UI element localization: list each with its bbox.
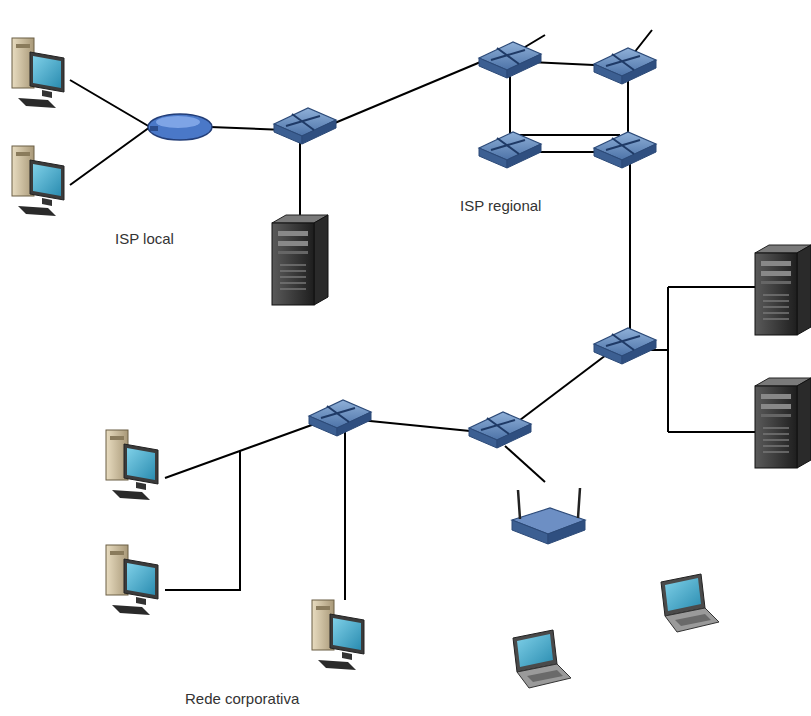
laptop-icon	[513, 630, 571, 688]
network-wires	[70, 30, 755, 600]
computer-icon	[12, 38, 64, 108]
switch-icon	[469, 412, 531, 448]
switch-icon	[479, 42, 541, 78]
computer-icon	[106, 430, 158, 500]
server-icon	[755, 378, 811, 468]
area-label: ISP local	[115, 230, 174, 248]
switch-icon	[594, 328, 656, 364]
area-label: ISP regional	[460, 197, 541, 215]
area-label: Rede corporativa	[185, 690, 299, 708]
switch-icon	[479, 132, 541, 168]
switch-icon	[594, 132, 656, 168]
computer-icon	[106, 545, 158, 615]
switch-icon	[309, 400, 371, 436]
laptop-icon	[661, 574, 719, 632]
server-icon	[755, 245, 811, 335]
server-icon	[272, 215, 328, 305]
modem-icon	[148, 114, 212, 140]
switch-icon	[594, 48, 656, 84]
switch-icon	[274, 108, 336, 144]
wireless-access-point	[512, 488, 585, 544]
computer-icon	[312, 600, 364, 670]
computer-icon	[12, 146, 64, 216]
